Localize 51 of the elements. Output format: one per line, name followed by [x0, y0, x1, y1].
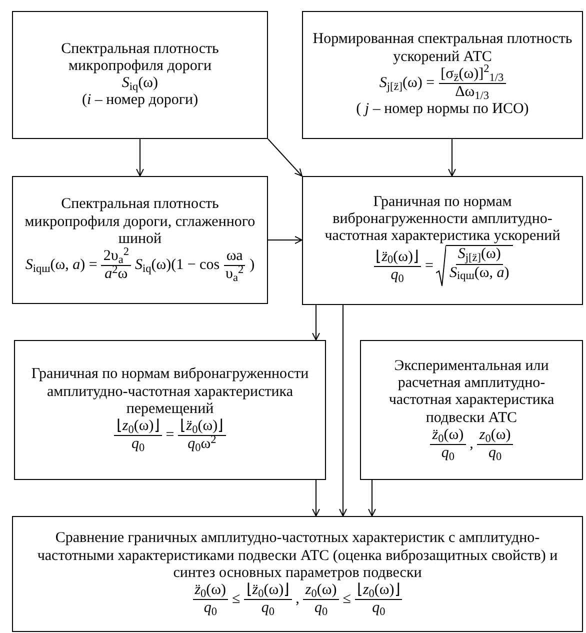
- fraction-numerator: ωa: [224, 248, 245, 266]
- formula-text: ,: [470, 436, 474, 454]
- fraction-numerator: S$_{j[z̈]}$(ω): [456, 246, 503, 265]
- fraction-numerator: ⌊z$_{0}$(ω)⌋: [114, 418, 162, 436]
- arrow: [448, 138, 456, 176]
- arrow: [368, 480, 376, 516]
- formula-text: S$_{j[z̈]}$(ω) =: [379, 75, 435, 92]
- formula-text: S$_{iqш}$(ω, a) =: [25, 257, 98, 274]
- formula-text: ): [250, 257, 255, 274]
- fraction-denominator: q$_{0}$: [371, 600, 386, 618]
- arrow: [339, 304, 347, 516]
- process-box: [12, 516, 583, 632]
- process-box: [12, 176, 268, 304]
- formula-text: ≤: [342, 591, 351, 608]
- process-box: [302, 11, 583, 139]
- fraction-denominator: q$_{0}$: [487, 445, 503, 462]
- fraction-numerator: ⌊z̈$_{0}$(ω)⌋: [244, 582, 292, 600]
- process-box: [12, 11, 268, 139]
- process-box: [360, 340, 583, 480]
- fraction-denominator: Δω$_{1/3}$: [454, 84, 490, 102]
- fraction-denominator: q$_{0}$: [390, 266, 405, 284]
- fraction-numerator: z$_{0}$(ω): [477, 426, 513, 445]
- fraction-denominator: q$_{0}$: [313, 600, 329, 618]
- fraction-numerator: ⌊z̈$_{0}$(ω)⌋: [374, 248, 422, 267]
- arrow: [268, 138, 302, 176]
- formula-text: S$_{iq}$(ω): [122, 75, 158, 92]
- box-text: Нормированная спектральная плотность ускорений АТС: [312, 31, 574, 65]
- fraction-numerator: z$_{0}$(ω): [303, 582, 339, 600]
- process-box: [302, 176, 583, 305]
- box-text: Спектральная плотность микропрофиля дороги: [60, 40, 220, 75]
- formula-text: ,: [296, 591, 300, 608]
- formula-text: =: [166, 427, 174, 444]
- process-box: [14, 340, 326, 480]
- arrow: [136, 138, 144, 176]
- fraction-denominator: q$_{0}$: [440, 445, 456, 462]
- fraction-denominator: q$_{0}$: [260, 600, 276, 618]
- fraction-numerator: z̈$_{0}$(ω): [430, 426, 466, 445]
- formula-text: ≤: [232, 591, 240, 608]
- formula-text: (i – номер дороги): [82, 92, 198, 110]
- fraction-denominator: S$_{iqш}$(ω, a): [448, 264, 510, 282]
- arrow: [268, 236, 302, 244]
- arrow: [312, 480, 320, 516]
- fraction-numerator: ⌊z$_{0}$(ω)⌋: [354, 582, 402, 600]
- arrow: [312, 304, 320, 340]
- formula-text: ( j – номер нормы по ИСО): [356, 101, 529, 119]
- fraction-numerator: ⌊z̈$_{0}$(ω)⌋: [178, 418, 226, 436]
- formula-text: S$_{iq}$(ω)(1 − cos: [134, 257, 220, 274]
- fraction-denominator: q$_{0}$: [130, 436, 146, 454]
- formula-text: =: [425, 258, 434, 275]
- fraction-denominator: q$_{0}$: [202, 600, 218, 618]
- fraction-numerator: z̈$_{0}$(ω): [192, 582, 228, 600]
